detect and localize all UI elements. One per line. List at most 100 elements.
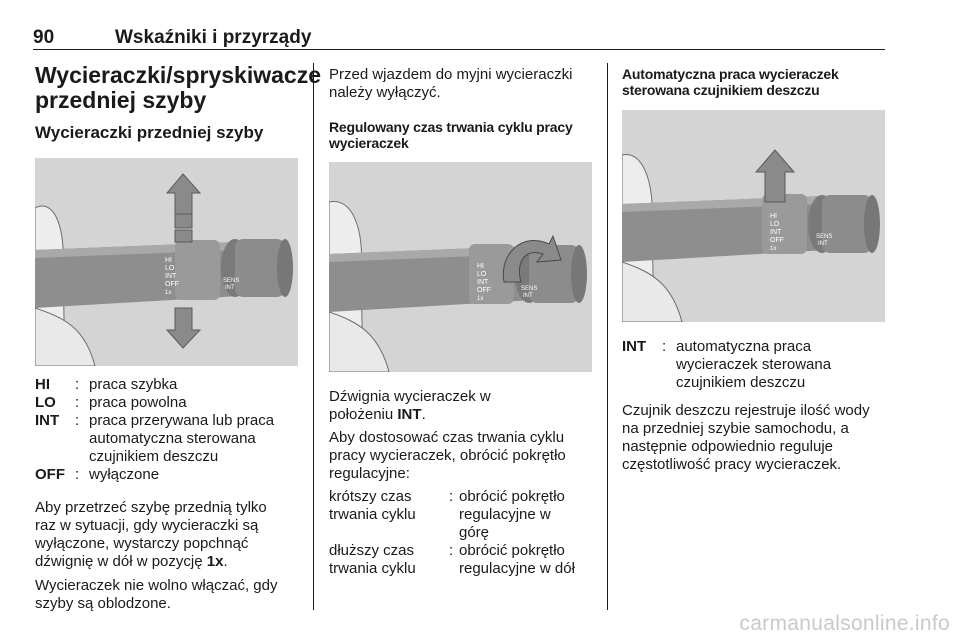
stalk-label-1x: 1x [770,246,776,252]
text-span: . [421,406,426,423]
stalk-label-lo: LO [165,265,175,272]
section-title-line: Wycieraczki/spryskiwacze [35,62,321,88]
text-line: Czujnik deszczu rejestruje ilość wody [622,402,870,419]
definition-text: praca przerywana lub praca [89,412,275,429]
text-line: położeniu INT. [329,406,599,424]
text-line: Wycieraczek nie wolno włączać, gdy [35,577,278,594]
term-line: dłuższy czas [329,542,415,559]
interval-definitions: krótszy czas trwania cyklu : obrócić pok… [329,488,601,578]
stalk-label-off: OFF [477,287,491,294]
text-line: na przedniej szybie samochodu, a [622,420,849,437]
heading-line: sterowana czujnikiem deszczu [622,82,820,98]
definition-text: obrócić pokrętło [459,488,565,505]
definition-text: wyłączone [89,466,160,483]
stalk-label-hi: HI [165,257,172,264]
rain-sensor-definition: INT : automatyczna praca wycieraczek ste… [622,338,887,392]
stalk-label-off: OFF [165,281,179,288]
text-line: Przed wjazdem do myjni wycieraczki [329,66,573,83]
definition-row: HI : praca szybka [35,376,305,394]
text-line: częstotliwość pracy wycieraczek. [622,456,842,473]
definition-term: HI [35,376,50,393]
text-line: wyłączone, wystarczy popchnąć [35,535,249,552]
stalk-label-ring-int: INT [523,293,533,299]
text-line: regulacyjne: [329,465,410,482]
wiper-stalk-figure-2: HI LO INT OFF 1x SENS INT [329,162,592,372]
stalk-label-sens: SENS [223,278,239,284]
definition-text: automatyczna sterowana [89,430,256,447]
watermark: carmanualsonline.info [739,612,950,635]
definition-text: automatyczna praca [676,338,812,355]
adjust-instructions-paragraph: Aby dostosować czas trwania cyklu pracy … [329,429,601,483]
stalk-label-1x: 1x [165,290,171,296]
paragraph-ice-warning: Wycieraczek nie wolno włączać, gdy szyby… [35,577,310,613]
term-line: krótszy czas [329,488,412,505]
definition-row: OFF : wyłączone [35,466,305,484]
text-bold: 1x [206,553,224,570]
definition-term: krótszy czas trwania cyklu [329,488,416,524]
definition-text: obrócić pokrętło [459,542,565,559]
stalk-label-lo: LO [477,271,487,278]
text-span: położeniu [329,406,398,423]
stalk-label-1x: 1x [477,296,483,302]
stalk-label-lo: LO [770,221,780,228]
stalk-label-sens: SENS [816,234,832,240]
definition-row: krótszy czas trwania cyklu : obrócić pok… [329,488,601,542]
stalk-label-off: OFF [770,237,784,244]
lever-position-paragraph: Dźwignia wycieraczek w położeniu INT. [329,388,599,424]
column-1: Wycieraczki/spryskiwacze przedniej szyby… [35,62,321,143]
definition-row: INT : automatyczna praca wycieraczek ste… [622,338,887,392]
definition-term: LO [35,394,56,411]
adjustable-interval-heading: Regulowany czas trwania cyklu pracy wyci… [329,119,599,151]
mode-definitions: HI : praca szybka LO : praca powolna INT… [35,376,305,484]
stalk-label-int: INT [165,273,177,280]
stalk-label-hi: HI [477,263,484,270]
text-line: następnie odpowiednio reguluje [622,438,833,455]
stalk-label-int: INT [477,279,489,286]
wiper-stalk-figure-3: HI LO INT OFF 1x SENS INT [622,110,885,322]
text-line: szyby są oblodzone. [35,595,171,612]
text-line: Aby dostosować czas trwania cyklu [329,429,565,446]
definition-text: wycieraczek sterowana [676,356,832,373]
definition-row: INT : praca przerywana lub praca automat… [35,412,305,466]
text-line: Aby przetrzeć szybę przednią tylko [35,499,267,516]
text-line: Dźwignia wycieraczek w [329,388,491,405]
subsection-title: Wycieraczki przedniej szyby [35,123,264,142]
column-divider [313,63,314,610]
heading-line: Automatyczna praca wycieraczek [622,66,839,82]
definition-text: regulacyjne w dół [459,560,575,577]
definition-term: INT [622,338,647,355]
text-span: dźwignię w dół w pozycję [35,553,207,570]
definition-term: INT [35,412,60,429]
stalk-label-int: INT [770,229,782,236]
text-line: należy wyłączyć. [329,84,441,101]
column-divider [607,63,608,610]
paragraph-single-wipe: Aby przetrzeć szybę przednią tylko raz w… [35,499,310,571]
section-title: Wycieraczki/spryskiwacze przedniej szyby [35,62,321,113]
term-line: trwania cyklu [329,506,416,523]
heading-line: wycieraczek [329,135,409,151]
definition-text: czujnikiem deszczu [676,374,806,391]
definition-text: czujnikiem deszczu [89,448,219,465]
stalk-label-hi: HI [770,213,777,220]
rain-sensor-paragraph: Czujnik deszczu rejestruje ilość wody na… [622,402,890,474]
text-line: raz w sytuacji, gdy wycieraczki są [35,517,259,534]
page-header: 90 Wskaźniki i przyrządy [33,27,885,51]
definition-text: praca szybka [89,376,178,393]
heading-line: Regulowany czas trwania cyklu pracy [329,119,573,135]
definition-term: OFF [35,466,65,483]
text-line: dźwignię w dół w pozycję 1x. [35,553,310,571]
stalk-label-ring-int: INT [818,241,828,247]
text-line: pracy wycieraczek, obrócić pokrętło [329,447,566,464]
definition-text: praca powolna [89,394,187,411]
definition-text: górę [459,524,490,541]
term-line: trwania cyklu [329,560,416,577]
stalk-label-ring-int: INT [225,285,235,291]
page-number: 90 [33,27,55,48]
wiper-stalk-figure-1: HI LO INT OFF 1x SENS INT [35,158,298,366]
definition-text: regulacyjne w [459,506,551,523]
stalk-label-sens: SENS [521,286,537,292]
definition-row: LO : praca powolna [35,394,305,412]
rain-sensor-heading: Automatyczna praca wycieraczek sterowana… [622,66,887,98]
definition-term: dłuższy czas trwania cyklu [329,542,416,578]
chapter-title: Wskaźniki i przyrządy [115,27,312,48]
